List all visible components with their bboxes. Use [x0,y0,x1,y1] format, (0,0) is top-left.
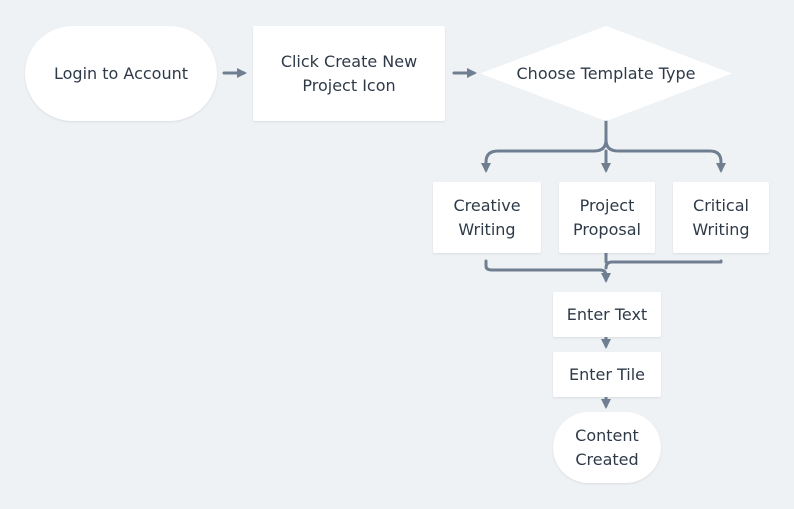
merge-left [484,259,611,283]
choose-template-label: Choose Template Type [516,63,696,83]
enter-tile-node: Enter Tile [553,352,661,397]
enter-text-label: Enter Text [566,304,648,324]
create-project-label-line1: Click Create New [280,51,418,71]
branch-right [604,138,726,173]
creative-writing-label-line2: Writing [458,219,516,239]
create-project-label-line2: Project Icon [302,75,396,95]
project-proposal-node: Project Proposal [559,182,655,253]
project-proposal-label-line1: Project [579,195,635,215]
login-node: Login to Account [25,26,217,121]
create-project-node: Click Create New Project Icon [253,26,445,121]
creative-writing-label-line1: Creative [453,195,521,215]
enter-text-node: Enter Text [553,292,661,337]
login-label: Login to Account [54,63,188,83]
decision-diamond-shape [480,26,732,121]
content-created-label-line2: Created [575,449,639,469]
content-created-label-line1: Content [575,425,639,445]
content-created-node: Content Created [553,412,661,483]
critical-writing-node: Critical Writing [673,182,769,253]
project-proposal-label-line2: Proposal [573,219,641,239]
branch-stem [481,119,608,173]
choose-template-node: Choose Template Type [480,26,732,121]
critical-writing-label-line2: Writing [692,219,750,239]
creative-writing-node: Creative Writing [433,182,541,253]
enter-tile-label: Enter Tile [568,364,646,384]
merge-right [604,259,723,270]
critical-writing-label-line1: Critical [693,195,749,215]
